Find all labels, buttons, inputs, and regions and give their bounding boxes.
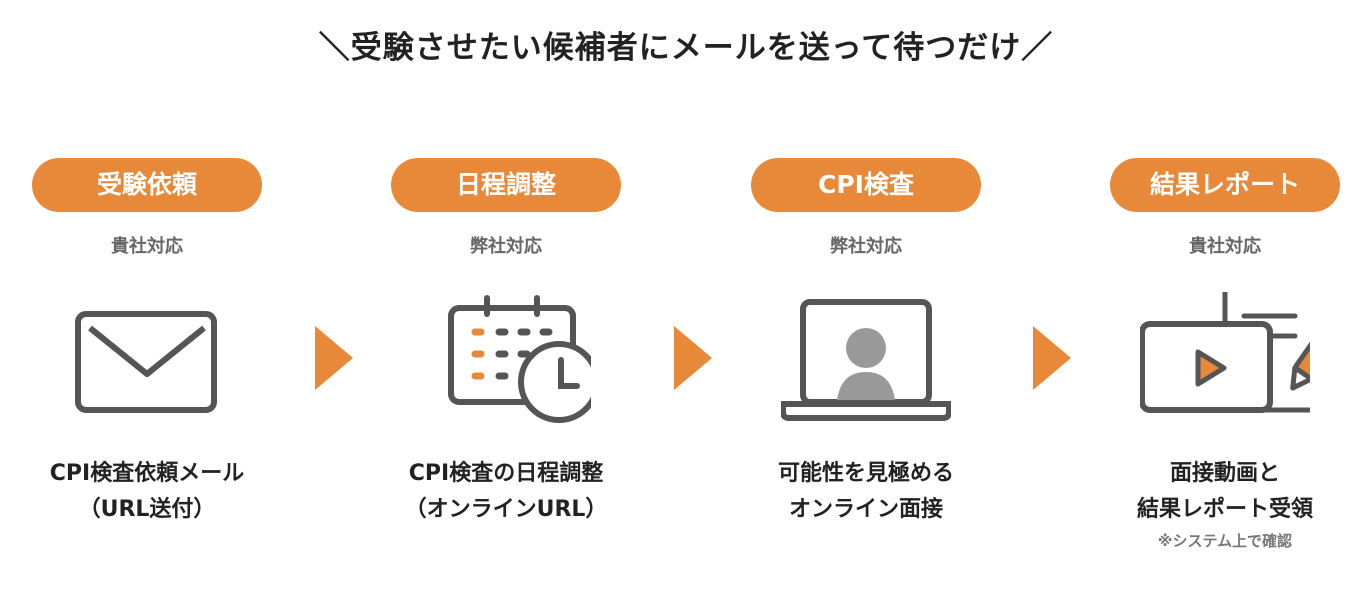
step-owner: 貴社対応 <box>111 236 183 257</box>
arrow-right-icon <box>674 326 712 390</box>
envelope-icon <box>75 311 217 413</box>
caption-line: CPI検査依頼メール <box>49 461 245 486</box>
page-title: ＼受験させたい候補者にメールを送って待つだけ／ <box>318 30 1054 66</box>
step-label: 日程調整 <box>391 158 621 212</box>
arrow-right-icon <box>1033 326 1071 390</box>
step-schedule: 日程調整 弊社対応 CPI検査の日程調整 （オンラインURL） <box>356 158 656 528</box>
step-report: 結果レポート 貴社対応 面接動画と結果レポート受領 ※システム上で確認 <box>1075 158 1372 551</box>
arrow-right-icon <box>315 326 353 390</box>
caption-line: （URL送付） <box>78 497 216 522</box>
caption-line: 結果レポート受領 <box>1136 497 1313 522</box>
step-label: CPI検査 <box>751 158 981 212</box>
calendar-clock-icon <box>448 295 591 423</box>
system-note: ※システム上で確認 <box>1157 532 1293 550</box>
laptop-person-icon <box>781 299 951 421</box>
step-request: 受験依頼 貴社対応 CPI検査依頼メール （URL送付） <box>0 158 297 528</box>
caption-line: 面接動画と <box>1169 461 1280 486</box>
caption-line: オンライン面接 <box>788 497 943 522</box>
step-owner: 弊社対応 <box>830 236 902 257</box>
caption-line: （オンラインURL） <box>404 497 608 522</box>
caption-line: 可能性を見極める <box>777 461 954 486</box>
step-label: 結果レポート <box>1110 158 1340 212</box>
step-owner: 弊社対応 <box>470 236 542 257</box>
video-report-icon <box>1140 292 1310 413</box>
step-label: 受験依頼 <box>32 158 262 212</box>
step-cpi-test: CPI検査 弊社対応 可能性を見極めるオンライン面接 <box>716 158 1016 528</box>
step-owner: 貴社対応 <box>1189 236 1261 257</box>
caption-line: CPI検査の日程調整 <box>408 461 604 486</box>
